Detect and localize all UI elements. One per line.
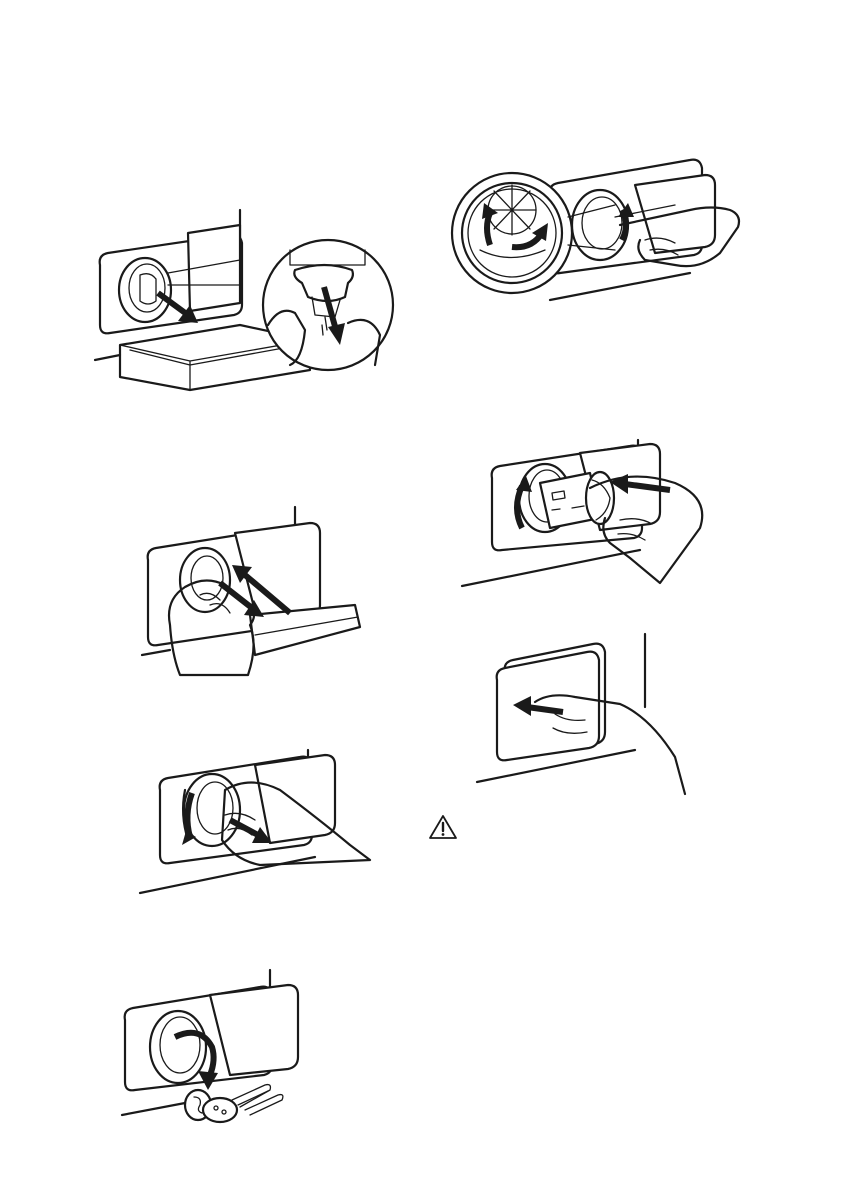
illustration-reinsert-filter <box>460 438 715 598</box>
illustration-turn-filter <box>140 745 365 895</box>
illustration-drain-water <box>90 205 400 390</box>
figure-step-3 <box>140 745 365 895</box>
figure-step-1 <box>90 205 400 390</box>
illustration-clean-impeller <box>450 155 745 315</box>
figure-step-4 <box>120 965 320 1130</box>
warning-triangle-icon <box>428 814 458 840</box>
figure-step-6 <box>460 438 715 598</box>
figure-step-7 <box>475 632 690 797</box>
figure-step-5 <box>450 155 745 315</box>
figure-step-2 <box>140 505 365 680</box>
illustration-remove-objects <box>120 965 320 1130</box>
illustration-push-filter <box>140 505 365 680</box>
illustration-close-door <box>475 632 690 797</box>
